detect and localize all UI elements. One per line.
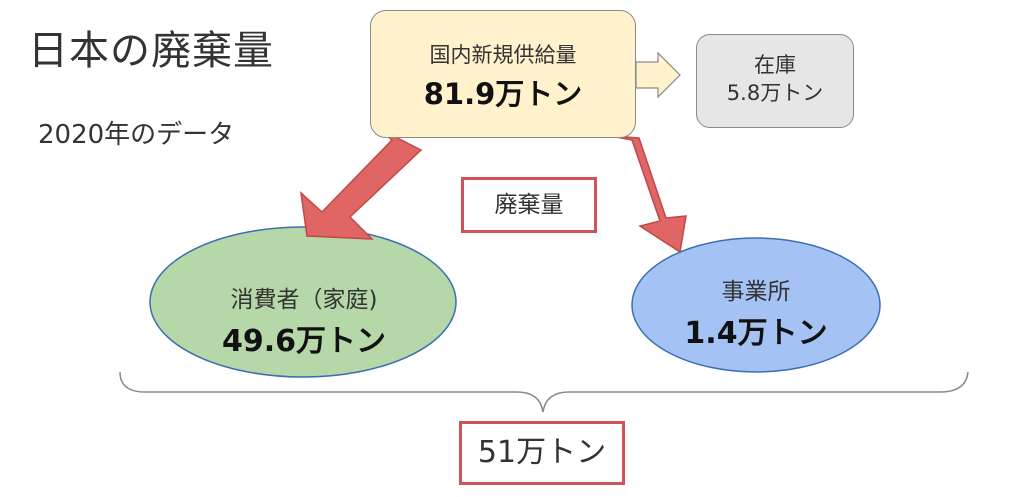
arrow-to-business	[610, 135, 687, 254]
arrow-to-stock	[635, 51, 681, 99]
supply-box: 国内新規供給量 81.9万トン	[370, 10, 636, 138]
stock-label: 在庫	[754, 53, 796, 77]
stock-box: 在庫 5.8万トン	[696, 34, 854, 128]
page-title: 日本の廃棄量	[28, 28, 274, 74]
page-subtitle: 2020年のデータ	[38, 120, 235, 150]
consumer-label: 消費者（家庭)	[230, 287, 378, 313]
consumer-node: 消費者（家庭) 49.6万トン	[150, 280, 458, 360]
arrow-to-consumer	[299, 127, 423, 240]
supply-label: 国内新規供給量	[429, 43, 577, 67]
stock-value: 5.8万トン	[726, 81, 824, 105]
business-ellipse	[631, 237, 881, 373]
business-label: 事業所	[721, 279, 791, 305]
total-brace	[119, 371, 969, 413]
consumer-value: 49.6万トン	[221, 324, 387, 359]
waste-label: 廃棄量	[461, 177, 597, 233]
total-box: 51万トン	[459, 421, 625, 485]
business-node: 事業所 1.4万トン	[632, 272, 880, 352]
consumer-ellipse	[149, 226, 457, 378]
business-value: 1.4万トン	[684, 316, 828, 351]
supply-value: 81.9万トン	[423, 77, 583, 111]
